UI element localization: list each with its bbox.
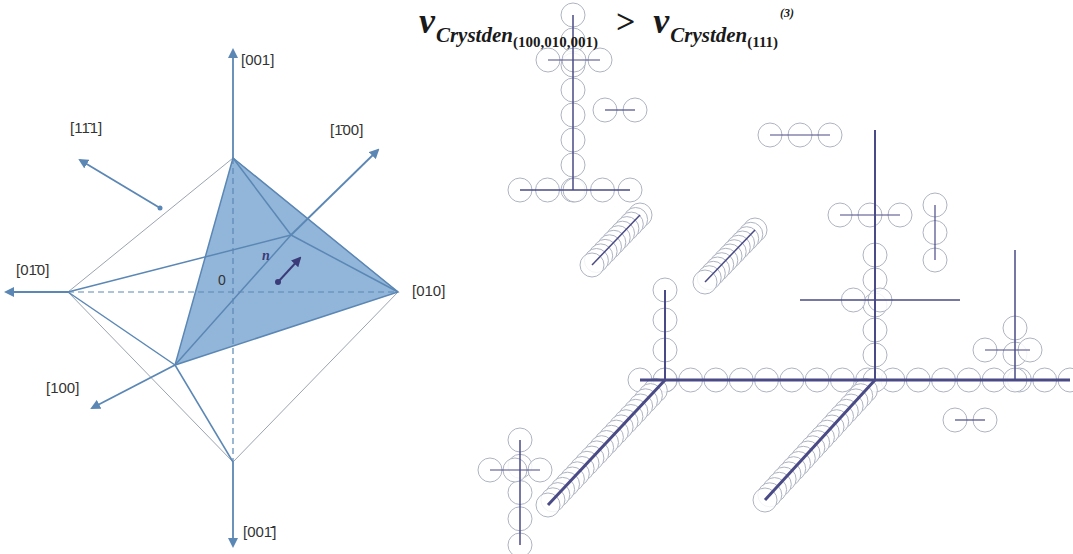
growth-axis xyxy=(770,134,830,135)
growth-axis xyxy=(840,214,900,215)
axis-label: 0 xyxy=(218,273,226,288)
growth-axis xyxy=(548,380,665,505)
growth-axis xyxy=(1014,250,1016,380)
axis-label: n xyxy=(262,248,270,263)
growth-axis xyxy=(605,109,635,110)
growth-axis xyxy=(490,469,540,470)
outline xyxy=(68,158,398,462)
normal-arrow xyxy=(278,258,300,282)
growth-axis xyxy=(874,130,876,380)
dashed-axes xyxy=(68,158,398,462)
growth-axis xyxy=(520,189,630,191)
shaded-face xyxy=(175,158,398,365)
formula-part: (100,010,001) xyxy=(513,34,598,50)
axis-label: [001] xyxy=(241,52,274,69)
axis-arrows xyxy=(6,50,378,546)
normal-dot xyxy=(158,206,163,211)
axis-label: [11̄1] xyxy=(70,120,102,137)
growth-axis xyxy=(664,290,666,380)
formula-part: v xyxy=(653,1,669,41)
growth-axis xyxy=(765,380,875,500)
axis-label: [010] xyxy=(412,283,445,300)
axis-label: [1̄00] xyxy=(330,122,363,139)
axis-label: [01̄0] xyxy=(16,262,49,279)
growth-axis xyxy=(640,379,1070,382)
formula-part: (111) xyxy=(747,34,778,50)
axis-label: [001̄] xyxy=(243,524,276,541)
edges xyxy=(68,158,398,462)
growth-axis xyxy=(705,230,755,282)
dendrite-axes xyxy=(490,15,1070,545)
growth-axis xyxy=(548,59,600,60)
growth-axis xyxy=(519,440,521,545)
growth-axis xyxy=(934,205,935,260)
formula-part: > xyxy=(616,3,635,40)
growth-axis xyxy=(985,349,1030,350)
formula-part: Crystden xyxy=(670,23,747,47)
axis-label: [100] xyxy=(46,380,79,397)
formula-part: v xyxy=(419,1,435,41)
formula-part: Crystden xyxy=(436,23,513,47)
formula-part: (3) xyxy=(780,6,794,20)
growth-axis xyxy=(800,299,960,301)
growth-axis xyxy=(955,419,985,420)
crystal-spheres xyxy=(478,3,1073,554)
growth-axis xyxy=(592,215,640,265)
formula: vCrystden(100,010,001)>vCrystden(111)(3) xyxy=(0,0,1073,51)
